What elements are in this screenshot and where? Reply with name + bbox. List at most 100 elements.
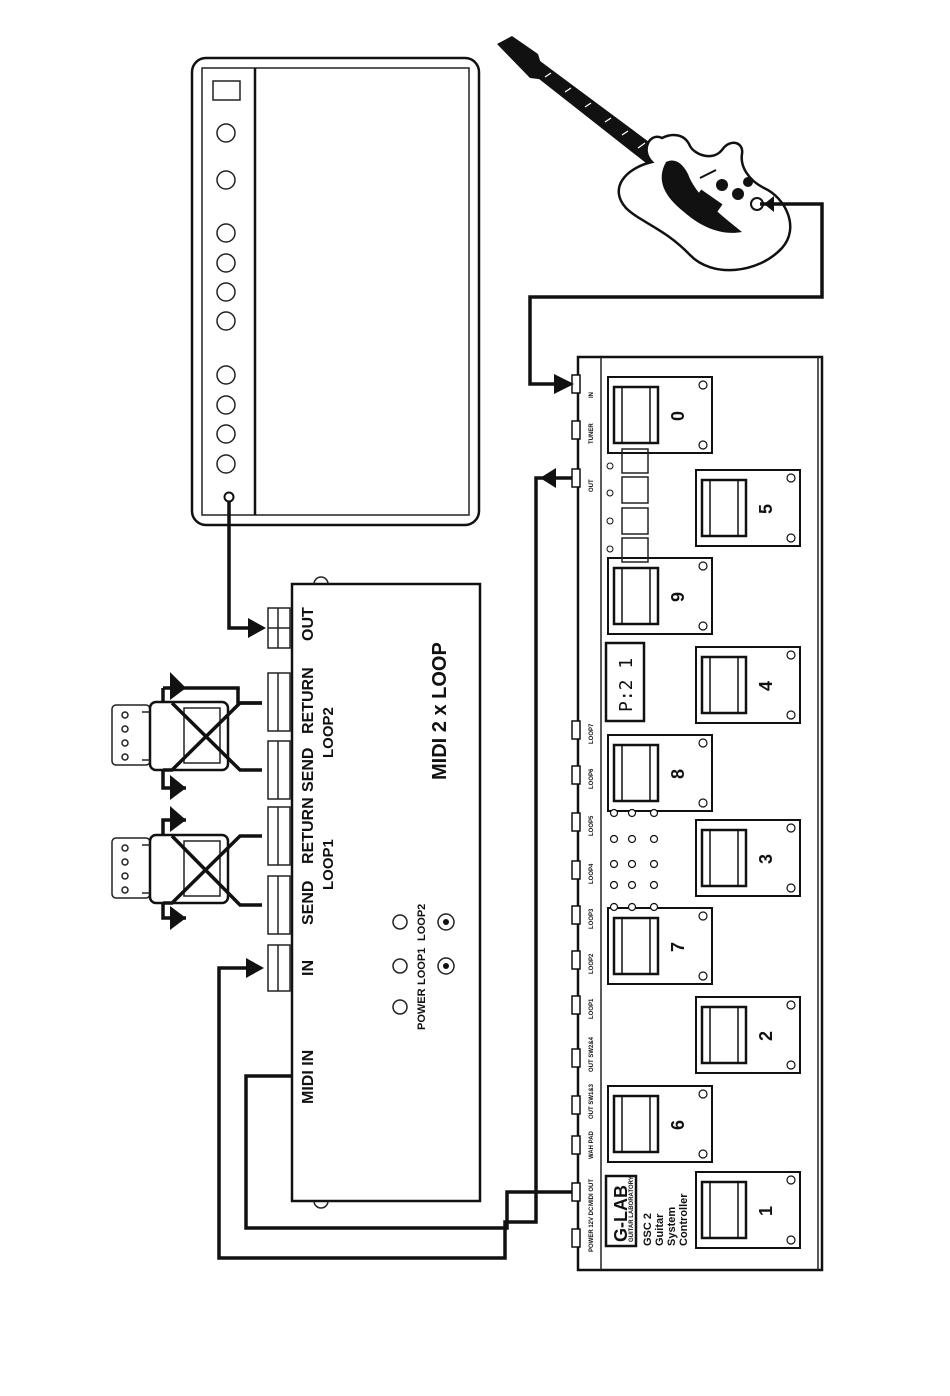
controller-jack-label: LOOP7 <box>589 723 595 744</box>
brand-logo-subtitle: GUITAR LABORATORY <box>629 1176 635 1242</box>
jack-return2[interactable] <box>268 673 290 731</box>
screw-icon <box>699 1090 707 1098</box>
cable-send2-to-pedal <box>172 703 262 770</box>
label-send1: SEND <box>300 881 317 925</box>
footswitch[interactable]: 1 <box>696 1172 800 1248</box>
footswitch-number: 1 <box>756 1206 776 1216</box>
cable-send2-to-pedal-return <box>163 703 262 770</box>
screw-icon <box>787 1061 795 1069</box>
effect-pedal-loop2-icon <box>112 702 228 770</box>
loop-unit-title: MIDI 2 x LOOP <box>429 642 451 780</box>
footswitch-number: 5 <box>756 504 776 514</box>
footswitch-number: 7 <box>668 942 688 952</box>
controller-jack-label: OUT SW1&3 <box>589 1083 595 1119</box>
led-icon <box>651 882 658 889</box>
footswitch[interactable]: 0 <box>608 377 712 453</box>
controller-jack-label: OUT SW2&4 <box>589 1036 595 1072</box>
footswitch-number: 4 <box>756 681 776 691</box>
footswitch-number: 6 <box>668 1120 688 1130</box>
label-return1: RETURN <box>300 797 317 864</box>
led-icon <box>607 463 613 469</box>
led-icon <box>611 810 618 817</box>
led-icon <box>651 861 658 868</box>
footswitch-number: 0 <box>668 411 688 421</box>
controller-jack-label: LOOP6 <box>589 768 595 789</box>
jack-send1[interactable] <box>268 876 290 934</box>
label-led-loop2: LOOP2 <box>416 904 428 941</box>
footswitch[interactable]: 9 <box>608 558 712 634</box>
amplifier <box>192 58 479 525</box>
footswitch[interactable]: 5 <box>696 470 800 546</box>
controller-jack-label: LOOP1 <box>589 998 595 1019</box>
screw-icon <box>787 711 795 719</box>
screw-icon <box>787 824 795 832</box>
label-return2: RETURN <box>300 667 317 734</box>
led-icon <box>629 861 636 868</box>
controller-jack-label: TUNER <box>589 423 595 444</box>
amp-input-jack-icon <box>225 493 234 502</box>
screw-icon <box>787 534 795 542</box>
led-icon <box>629 836 636 843</box>
screw-icon <box>787 474 795 482</box>
screw-icon <box>787 1001 795 1009</box>
screw-icon <box>699 799 707 807</box>
screw-icon <box>699 562 707 570</box>
controller-jack-label: IN <box>589 392 595 398</box>
label-led-loop1: LOOP1 <box>416 948 428 985</box>
model-line-2: Guitar <box>654 1213 666 1246</box>
label-loop2: LOOP2 <box>320 707 337 758</box>
footswitch[interactable]: 2 <box>696 997 800 1073</box>
controller-jack-label: LOOP3 <box>589 908 595 929</box>
led-icon <box>629 810 636 817</box>
controller-jack-label: WAH PAD <box>589 1130 595 1159</box>
jack-in[interactable] <box>268 945 290 991</box>
led-icon <box>607 518 613 524</box>
screw-icon <box>787 1176 795 1184</box>
jack-out[interactable] <box>268 608 290 648</box>
footswitch-number: 2 <box>756 1031 776 1041</box>
led-icon <box>611 836 618 843</box>
label-in: IN <box>300 960 317 976</box>
jack-send2[interactable] <box>268 741 290 799</box>
preset-display-text: P:2 1 <box>616 658 637 712</box>
model-line-3: System <box>666 1207 678 1246</box>
screw-icon <box>699 1150 707 1158</box>
screw-icon <box>699 972 707 980</box>
jack-return1[interactable] <box>268 807 290 865</box>
model-line-1: GSC 2 <box>642 1213 654 1246</box>
label-send2: SEND <box>300 748 317 792</box>
screw-icon <box>699 622 707 630</box>
model-line-4: Controller <box>678 1193 690 1246</box>
footswitch-number: 8 <box>668 769 688 779</box>
label-midi-in: MIDI IN <box>300 1050 317 1104</box>
footswitch[interactable]: 4 <box>696 647 800 723</box>
led-icon <box>651 810 658 817</box>
gsc2-controller: POWER 12V DCMIDI OUTWAH PADOUT SW1&3OUT … <box>572 357 822 1270</box>
loop-unit: MIDI 2 x LOOP OUT RETURN SEND LOOP2 RETU… <box>268 577 480 1208</box>
brand-logo-text: G-LAB <box>611 1185 631 1242</box>
screw-icon <box>787 1236 795 1244</box>
led-icon <box>607 546 613 552</box>
label-led-power: POWER <box>416 988 428 1030</box>
footswitch-number: 3 <box>756 854 776 864</box>
label-loop1: LOOP1 <box>320 839 337 890</box>
cable-send1-to-pedal <box>172 836 262 905</box>
footswitch[interactable]: 7 <box>608 908 712 984</box>
screw-icon <box>699 739 707 747</box>
footswitch[interactable]: 6 <box>608 1086 712 1162</box>
screw-icon <box>787 884 795 892</box>
controller-jack-label: LOOP5 <box>589 815 595 836</box>
controller-jack-label: OUT <box>589 479 595 492</box>
loop-jacks <box>268 608 290 991</box>
footswitch[interactable]: 8 <box>608 735 712 811</box>
led-icon <box>611 904 618 911</box>
controller-jack-label: MIDI OUT <box>589 1179 595 1206</box>
led-icon <box>611 861 618 868</box>
led-icon <box>611 882 618 889</box>
effect-pedal-loop1-icon <box>112 835 228 903</box>
controller-jack-label: LOOP4 <box>589 863 595 884</box>
footswitch[interactable]: 3 <box>696 820 800 896</box>
screw-icon <box>699 912 707 920</box>
electric-guitar-icon <box>497 36 790 270</box>
